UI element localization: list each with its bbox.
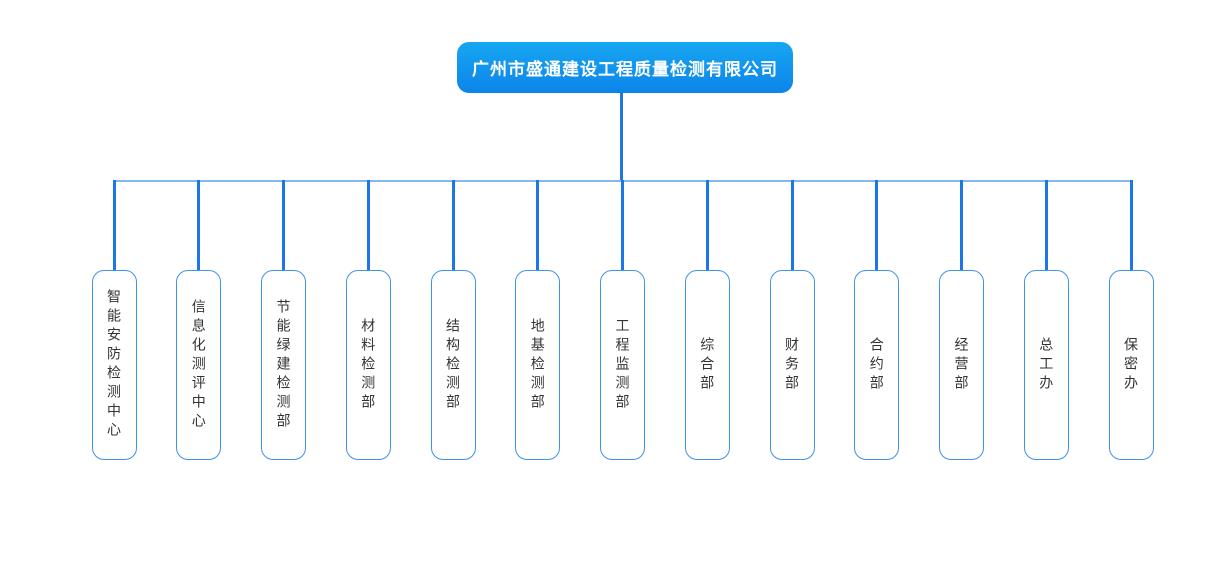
- dept-box-confidentiality-office: 保密办: [1108, 270, 1154, 460]
- dept-label: 总工办: [1038, 336, 1055, 394]
- dept-box-engineering-monitoring: 工程监测部: [600, 270, 645, 460]
- dept-label: 综合部: [699, 336, 716, 394]
- dept-label: 地基检测部: [529, 317, 546, 413]
- org-root-label: 广州市盛通建设工程质量检测有限公司: [472, 60, 778, 79]
- connector-drop-line: [705, 180, 709, 271]
- dept-label: 节能绿建检测部: [275, 298, 292, 432]
- dept-box-contracts: 合约部: [854, 270, 900, 460]
- dept-label: 信息化测评中心: [190, 298, 207, 432]
- connector-drop-line: [536, 180, 540, 271]
- connector-drop-line: [875, 180, 879, 271]
- dept-label: 经营部: [953, 336, 970, 394]
- connector-drop-line: [366, 180, 370, 271]
- connector-drop-line: [790, 180, 794, 271]
- connector-drop-line: [451, 180, 455, 271]
- connector-drop-line: [621, 180, 624, 271]
- dept-box-green-building-testing: 节能绿建检测部: [261, 270, 306, 460]
- dept-label: 财务部: [784, 336, 800, 394]
- dept-label: 工程监测部: [614, 317, 631, 413]
- dept-box-chief-engineer-office: 总工办: [1023, 270, 1069, 460]
- org-root-box: 广州市盛通建设工程质量检测有限公司: [457, 42, 793, 93]
- dept-box-intelligent-security-testing-center: 智能安防检测中心: [91, 270, 137, 460]
- connector-drop-line: [282, 180, 285, 271]
- connector-trunk-line: [620, 92, 623, 181]
- connector-drop-line: [112, 180, 116, 271]
- dept-box-general-affairs: 综合部: [684, 270, 730, 460]
- dept-label: 保密办: [1123, 336, 1139, 394]
- dept-box-business-operations: 经营部: [939, 270, 984, 460]
- connector-drop-line: [197, 180, 201, 271]
- dept-label: 智能安防检测中心: [106, 289, 122, 441]
- dept-box-structure-testing: 结构检测部: [430, 270, 476, 460]
- connector-drop-line: [1129, 180, 1133, 271]
- connector-drop-line: [960, 180, 963, 271]
- connector-drop-line: [1044, 180, 1048, 271]
- dept-box-materials-testing: 材料检测部: [345, 270, 391, 460]
- dept-box-finance: 财务部: [769, 270, 815, 460]
- dept-label: 材料检测部: [360, 317, 377, 413]
- dept-label: 合约部: [868, 336, 885, 394]
- dept-box-foundation-testing: 地基检测部: [515, 270, 561, 460]
- dept-label: 结构检测部: [445, 317, 461, 413]
- dept-box-informatization-evaluation-center: 信息化测评中心: [176, 270, 222, 460]
